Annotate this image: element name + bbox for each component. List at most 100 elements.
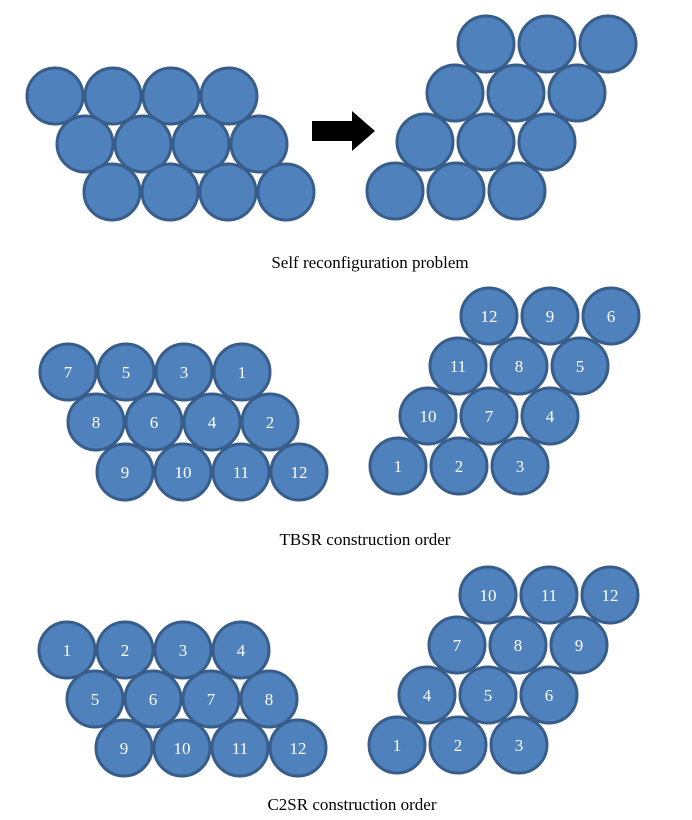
module-label: 7 (485, 407, 494, 426)
module-circle (171, 114, 231, 174)
module-circle (239, 669, 299, 729)
module-label: 6 (150, 413, 159, 432)
module-label: 7 (207, 690, 216, 709)
module-circle (580, 565, 640, 625)
module-label: 10 (480, 586, 497, 605)
module-circle (459, 286, 519, 346)
module-label: 8 (514, 636, 523, 655)
module-label: 7 (64, 363, 73, 382)
problem-target-cluster (365, 14, 638, 221)
module-circle (520, 386, 580, 446)
module-circle (55, 114, 115, 174)
module-label: 6 (545, 686, 554, 705)
module-label: 12 (481, 307, 498, 326)
module-label: 1 (394, 457, 403, 476)
module-circle (429, 436, 489, 496)
module-circle (397, 665, 457, 725)
module-label: 3 (180, 363, 189, 382)
module-label: 6 (149, 690, 158, 709)
module-circle (456, 112, 516, 172)
module-label: 2 (121, 641, 130, 660)
module-circle (124, 392, 184, 452)
module-label: 9 (546, 307, 555, 326)
module-circle (268, 718, 328, 778)
module-circle (94, 718, 154, 778)
module-circle (488, 615, 548, 675)
module-label: 5 (122, 363, 131, 382)
module-circle (240, 392, 300, 452)
module-circle (141, 66, 201, 126)
module-circle (395, 112, 455, 172)
transform-arrow-icon (312, 111, 375, 151)
module-circle (547, 63, 607, 123)
module-label: 4 (423, 686, 432, 705)
module-label: 8 (515, 357, 524, 376)
module-circle (428, 336, 488, 396)
module-label: 3 (179, 641, 188, 660)
module-label: 9 (120, 739, 129, 758)
module-circle (82, 162, 142, 222)
problem-initial-cluster (25, 66, 316, 222)
module-circle (458, 565, 518, 625)
module-circle (426, 161, 486, 221)
module-circle (153, 442, 213, 502)
module-label: 7 (453, 636, 462, 655)
module-label: 8 (92, 413, 101, 432)
module-circle (153, 620, 213, 680)
module-label: 1 (238, 363, 247, 382)
module-circle (398, 386, 458, 446)
module-label: 10 (175, 463, 192, 482)
caption-self-reconfiguration: Self reconfiguration problem (271, 253, 468, 272)
module-label: 9 (575, 636, 584, 655)
module-circle (199, 66, 259, 126)
module-label: 4 (237, 641, 246, 660)
module-circle (490, 436, 550, 496)
module-circle (212, 342, 272, 402)
module-circle (37, 620, 97, 680)
module-circle (269, 442, 329, 502)
module-circle (459, 386, 519, 446)
module-circle (38, 342, 98, 402)
module-label: 9 (121, 463, 130, 482)
module-circle (367, 715, 427, 775)
module-circle (113, 114, 173, 174)
module-label: 11 (450, 357, 466, 376)
module-circle (549, 615, 609, 675)
module-circle (96, 342, 156, 402)
module-label: 4 (208, 413, 217, 432)
module-circle (425, 63, 485, 123)
module-circle (25, 66, 85, 126)
module-label: 12 (602, 586, 619, 605)
module-circle (198, 162, 258, 222)
caption-c2sr-order: C2SR construction order (267, 795, 436, 814)
module-circle (489, 715, 549, 775)
module-circle (581, 286, 641, 346)
module-circle (519, 665, 579, 725)
module-label: 10 (420, 407, 437, 426)
module-label: 1 (393, 736, 402, 755)
module-circle (140, 162, 200, 222)
module-label: 3 (515, 736, 524, 755)
module-circle (95, 620, 155, 680)
module-circle (154, 342, 214, 402)
module-circle (182, 392, 242, 452)
module-circle (489, 336, 549, 396)
module-circle (365, 161, 425, 221)
module-circle (519, 565, 579, 625)
module-label: 2 (454, 736, 463, 755)
module-circle (123, 669, 183, 729)
module-circle (83, 66, 143, 126)
module-circle (210, 718, 270, 778)
module-label: 2 (266, 413, 275, 432)
module-label: 8 (265, 690, 274, 709)
module-circle (517, 14, 577, 74)
module-label: 5 (576, 357, 585, 376)
module-label: 10 (174, 739, 191, 758)
module-circle (427, 615, 487, 675)
caption-tbsr-order: TBSR construction order (280, 530, 451, 549)
module-circle (211, 620, 271, 680)
